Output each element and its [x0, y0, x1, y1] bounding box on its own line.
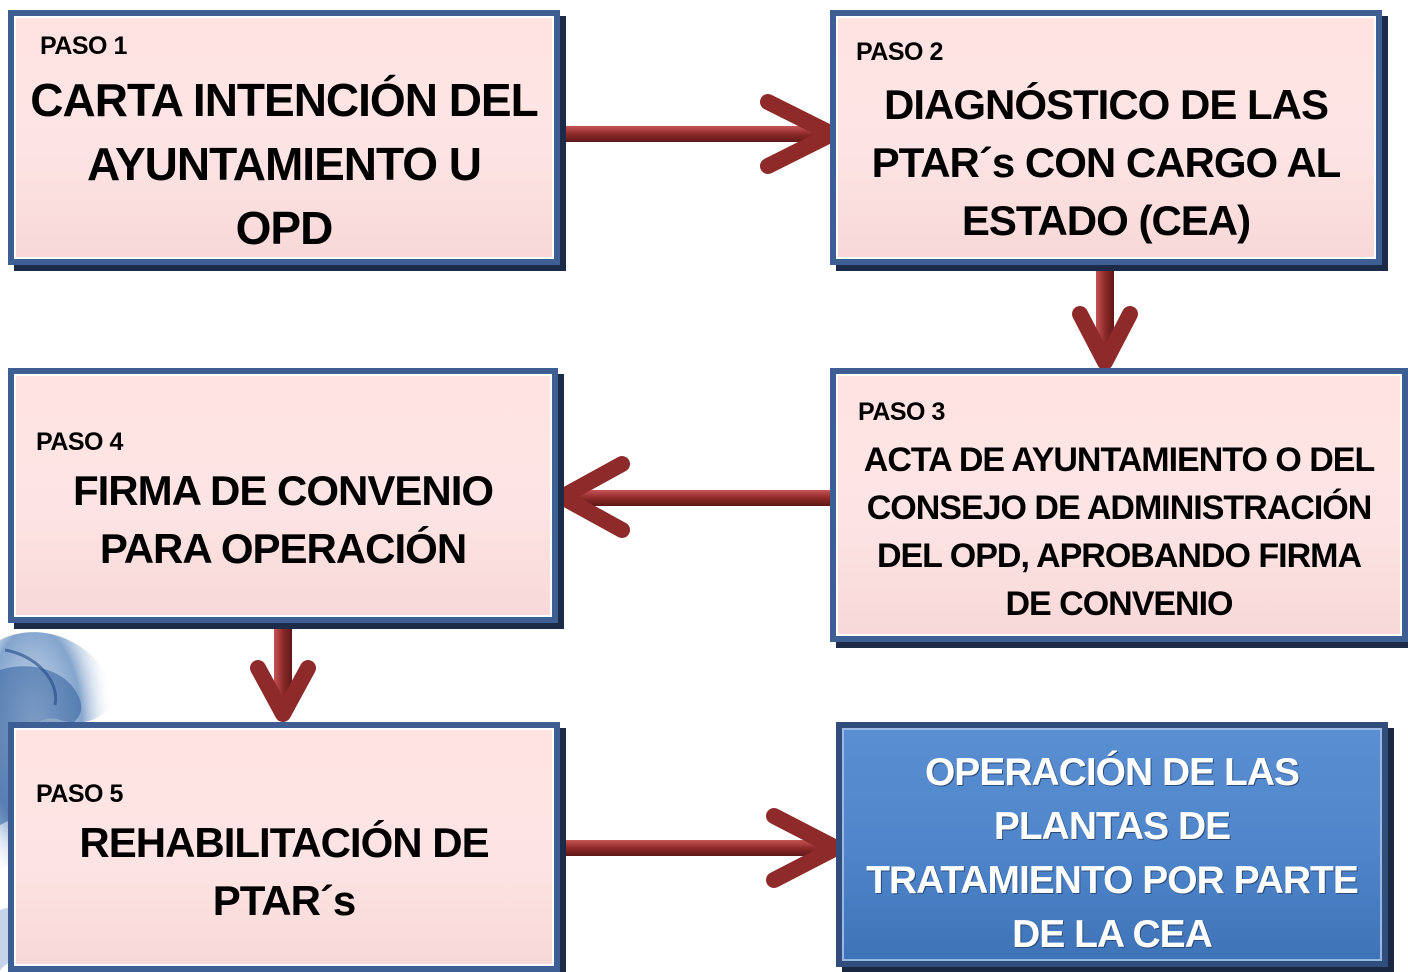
arrow-step4-to-step5 [250, 624, 316, 722]
step-5-label: PASO 5 [36, 780, 123, 808]
arrow-step2-to-step3 [1072, 262, 1138, 370]
step-4-box: PASO 4 FIRMA DE CONVENIO PARA OPERACIÓN [8, 368, 558, 623]
step-3-text: ACTA DE AYUNTAMIENTO O DEL CONSEJO DE AD… [863, 441, 1375, 623]
arrow-step3-to-step4 [554, 456, 836, 538]
step-1-box: PASO 1 CARTA INTENCIÓN DEL AYUNTAMIENTO … [8, 10, 560, 265]
step-1-text: CARTA INTENCIÓN DEL AYUNTAMIENTO U OPD [30, 74, 538, 254]
step-4-label: PASO 4 [36, 428, 123, 456]
step-2-box: PASO 2 DIAGNÓSTICO DE LAS PTAR´s CON CAR… [830, 10, 1382, 265]
final-outcome-text: OPERACIÓN DE LAS PLANTAS DE TRATAMIENTO … [866, 751, 1359, 956]
step-3-label: PASO 3 [858, 398, 945, 426]
step-4-text: FIRMA DE CONVENIO PARA OPERACIÓN [72, 467, 494, 572]
step-2-label: PASO 2 [856, 38, 943, 66]
step-5-box: PASO 5 REHABILITACIÓN DE PTAR´s [8, 722, 560, 972]
arrow-step1-to-step2 [562, 94, 840, 174]
step-5-text: REHABILITACIÓN DE PTAR´s [79, 819, 489, 924]
step-1-label: PASO 1 [40, 32, 127, 60]
step-3-box: PASO 3 ACTA DE AYUNTAMIENTO O DEL CONSEJ… [830, 368, 1408, 642]
final-outcome-box: OPERACIÓN DE LAS PLANTAS DE TRATAMIENTO … [836, 722, 1388, 967]
step-2-text: DIAGNÓSTICO DE LAS PTAR´s CON CARGO AL E… [871, 81, 1342, 244]
arrow-step5-to-final [562, 808, 844, 888]
